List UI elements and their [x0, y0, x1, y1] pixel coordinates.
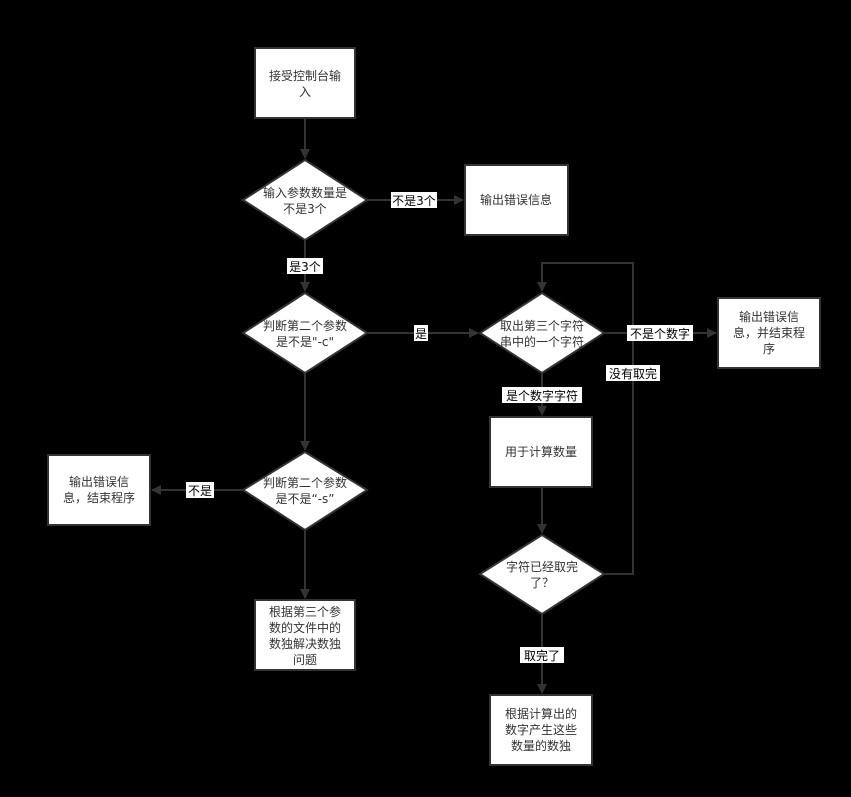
- svg-text:判断第二个参数是不是"-c": 判断第二个参数是不是"-c": [263, 318, 347, 349]
- node-error-s: 输出错误信息，结束程序: [47, 454, 151, 526]
- svg-text:输出错误信息，结束程序: 输出错误信息，结束程序: [63, 474, 135, 505]
- decision-check-c: 判断第二个参数是不是"-c": [241, 291, 369, 375]
- edge-labels: 不是3个 是3个 是 不是个数字 是个数字字符 没有取完 取完了 不是: [186, 192, 693, 663]
- node-generate: 根据计算出的数字产生这些数量的数独: [489, 694, 593, 766]
- node-count: 用于计算数量: [489, 416, 593, 488]
- svg-text:根据第三个参数的文件中的数独解决数独问题: 根据第三个参数的文件中的数独解决数独问题: [269, 604, 341, 667]
- svg-text:输入参数数量是不是3个: 输入参数数量是不是3个: [263, 185, 347, 216]
- node-error-digit: 输出错误信息，并结束程序: [717, 297, 821, 369]
- label-not3: 不是3个: [392, 194, 436, 208]
- svg-text:根据计算出的数字产生这些数量的数独: 根据计算出的数字产生这些数量的数独: [505, 706, 577, 753]
- edge-not-done-loop: [537, 262, 634, 575]
- node-solve: 根据第三个参数的文件中的数独解决数独问题: [254, 599, 356, 671]
- decision-check-s: 判断第二个参数是不是“-s”: [241, 450, 369, 532]
- label-yes-c: 是: [415, 327, 427, 341]
- decision-done-check: 字符已经取完了？: [478, 533, 606, 616]
- label-not-done: 没有取完: [609, 366, 657, 381]
- node-start: 接受控制台输入: [254, 47, 356, 119]
- svg-text:输出错误信息: 输出错误信息: [480, 192, 552, 207]
- label-not-digit: 不是个数字: [630, 326, 690, 341]
- svg-text:字符已经取完了？: 字符已经取完了？: [506, 559, 578, 590]
- svg-text:输出错误信息，并结束程序: 输出错误信息，并结束程序: [733, 309, 805, 356]
- label-is-digit: 是个数字字符: [506, 388, 578, 403]
- svg-text:判断第二个参数是不是“-s”: 判断第二个参数是不是“-s”: [263, 475, 347, 506]
- label-not-s: 不是: [188, 484, 212, 498]
- label-is3: 是3个: [289, 260, 321, 274]
- node-error-count: 输出错误信息: [464, 164, 569, 236]
- svg-text:取出第三个字符串中的一个字符: 取出第三个字符串中的一个字符: [500, 318, 584, 349]
- label-done: 取完了: [524, 648, 560, 663]
- svg-text:用于计算数量: 用于计算数量: [505, 444, 577, 459]
- decision-take-char: 取出第三个字符串中的一个字符: [478, 291, 606, 375]
- decision-check-count: 输入参数数量是不是3个: [241, 158, 369, 242]
- svg-text:接受控制台输入: 接受控制台输入: [269, 68, 341, 99]
